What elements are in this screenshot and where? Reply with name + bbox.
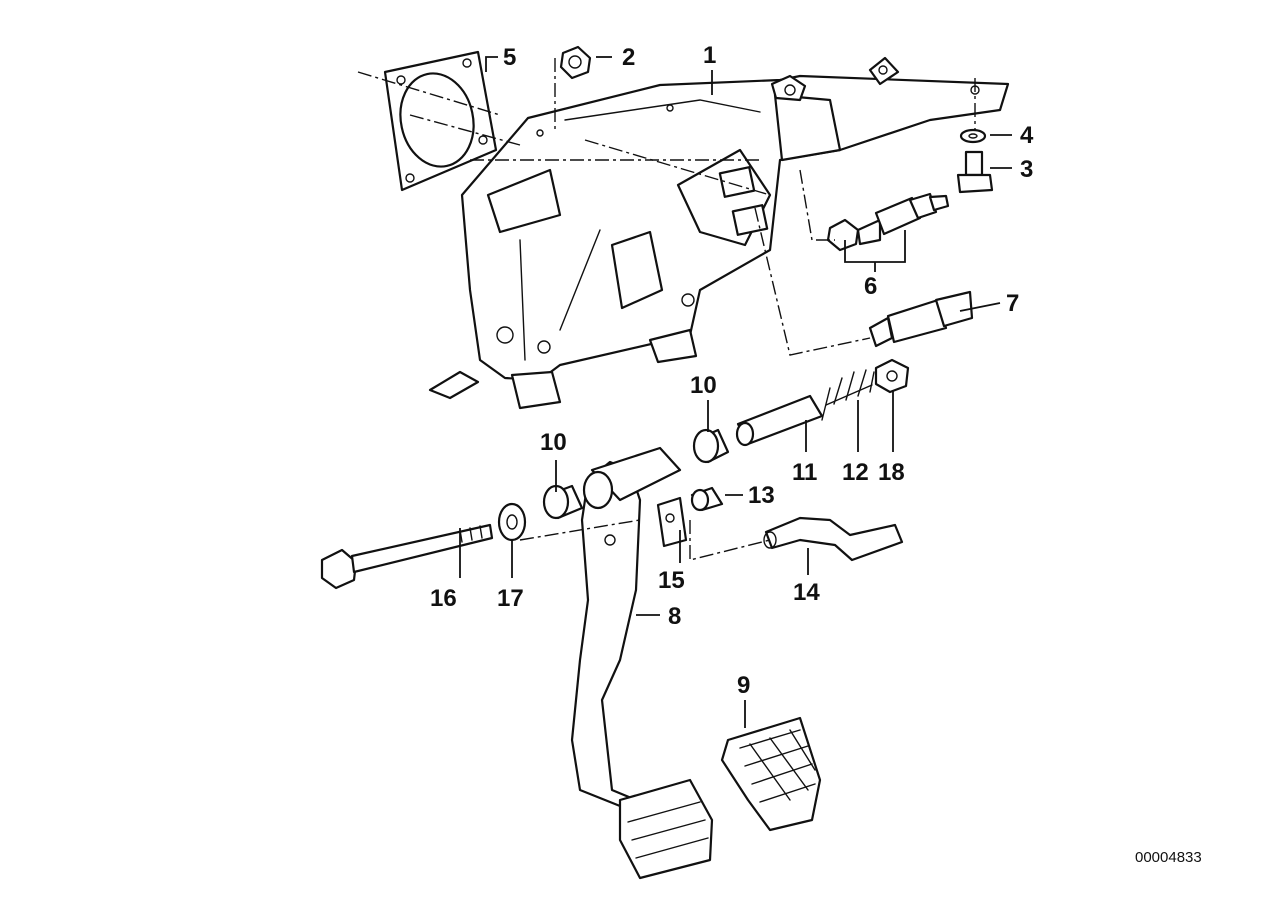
callout-14: 14 xyxy=(793,579,820,606)
assembly-lines xyxy=(357,58,976,561)
callout-11: 11 xyxy=(792,459,817,486)
callout-15: 15 xyxy=(658,567,685,594)
callout-10-upper: 10 xyxy=(690,372,717,399)
callout-7: 7 xyxy=(1006,290,1019,317)
part-1-pedal-bracket xyxy=(428,56,1010,410)
leader-lines xyxy=(459,56,1012,728)
part-16-bolt xyxy=(320,523,494,590)
callout-13: 13 xyxy=(748,482,775,509)
part-4-washer xyxy=(959,128,987,144)
part-5-gasket xyxy=(383,50,498,192)
part-6-switch xyxy=(826,192,950,263)
part-18-nut xyxy=(874,358,910,394)
part-14-pushrod xyxy=(763,516,904,562)
callout-17: 17 xyxy=(497,585,524,612)
part-15-clip xyxy=(656,496,688,548)
callout-10-lower: 10 xyxy=(540,429,567,456)
part-13-bushing xyxy=(690,486,724,512)
callout-5: 5 xyxy=(503,44,516,71)
part-3-bolt xyxy=(956,150,994,194)
part-2-nut xyxy=(559,45,592,80)
callout-3: 3 xyxy=(1020,156,1033,183)
part-17-washer xyxy=(497,502,527,542)
part-9-pedal-pad xyxy=(720,716,822,832)
callout-2: 2 xyxy=(622,44,635,71)
part-10-bushing-upper xyxy=(692,428,730,464)
document-number: 00004833 xyxy=(1135,849,1202,866)
part-11-sleeve xyxy=(735,394,824,447)
callout-6: 6 xyxy=(864,273,877,300)
callout-12: 12 xyxy=(842,459,869,486)
callout-1: 1 xyxy=(703,42,716,69)
part-12-spring xyxy=(821,369,875,421)
callout-numbers: 5 2 1 4 3 6 7 10 10 11 12 18 13 15 14 16… xyxy=(430,42,1034,699)
callout-9: 9 xyxy=(737,672,750,699)
part-7-switch xyxy=(868,290,974,348)
callout-18: 18 xyxy=(878,459,905,486)
callout-16: 16 xyxy=(430,585,457,612)
part-10-bushing-lower xyxy=(542,484,584,520)
part-8-pedal-lever xyxy=(570,446,714,880)
callout-8: 8 xyxy=(668,603,681,630)
callout-4: 4 xyxy=(1020,122,1034,149)
